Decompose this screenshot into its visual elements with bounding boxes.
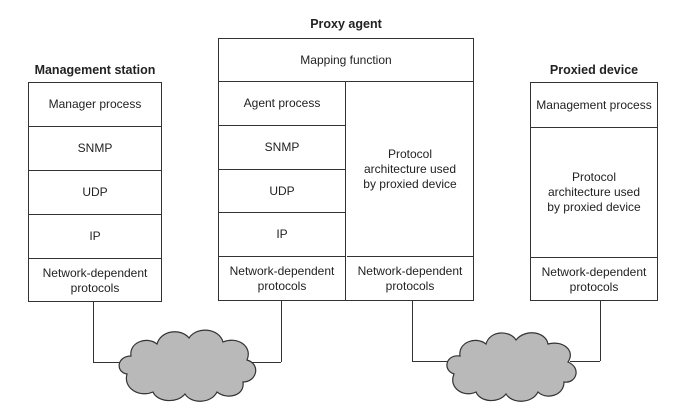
proxy-agent-title: Proxy agent: [310, 17, 382, 31]
device-protocol-architecture-layer: Protocol architecture used by proxied de…: [531, 128, 657, 258]
device-link-to-cloud: [570, 361, 600, 362]
proxy-network-dependent-right-layer: Network-dependent protocols: [357, 264, 463, 293]
network-dependent-protocols-layer: Network-dependent protocols: [42, 265, 148, 295]
snmp-layer: SNMP: [29, 127, 161, 171]
agent-right-link-to-cloud: [412, 361, 452, 362]
network-cloud-right: [446, 332, 577, 402]
proxy-network-dependent-left-layer: Network-dependent protocols: [219, 257, 346, 301]
device-network-dependent-layer: Network-dependent protocols: [541, 264, 647, 294]
agent-left-link-down: [281, 301, 282, 362]
management-station-title: Management station: [34, 63, 156, 77]
proxied-device-stack: Management process Protocol architecture…: [530, 82, 658, 301]
agent-process-layer: Agent process: [219, 82, 346, 126]
device-link-down: [600, 301, 601, 361]
mapping-function-layer: Mapping function: [219, 39, 473, 82]
agent-left-link-to-cloud: [250, 362, 281, 363]
agent-right-link-down: [412, 301, 413, 361]
management-process-layer: Management process: [531, 83, 657, 128]
manager-process-layer: Manager process: [29, 83, 161, 127]
proxy-agent-stack: Mapping function Agent process SNMP UDP …: [218, 38, 474, 301]
udp-layer: UDP: [29, 171, 161, 215]
proxy-ip-layer: IP: [219, 213, 346, 257]
station-link-to-cloud: [93, 362, 125, 363]
station-link-down: [93, 302, 94, 362]
management-station-stack: Manager process SNMP UDP IP Network-depe…: [28, 82, 162, 302]
proxy-protocol-architecture-layer: Protocol architecture used by proxied de…: [347, 82, 473, 257]
proxied-device-title: Proxied device: [549, 63, 639, 77]
network-cloud-left: [118, 329, 257, 402]
ip-layer: IP: [29, 215, 161, 259]
proxy-udp-layer: UDP: [219, 170, 346, 213]
proxy-snmp-layer: SNMP: [219, 126, 346, 170]
